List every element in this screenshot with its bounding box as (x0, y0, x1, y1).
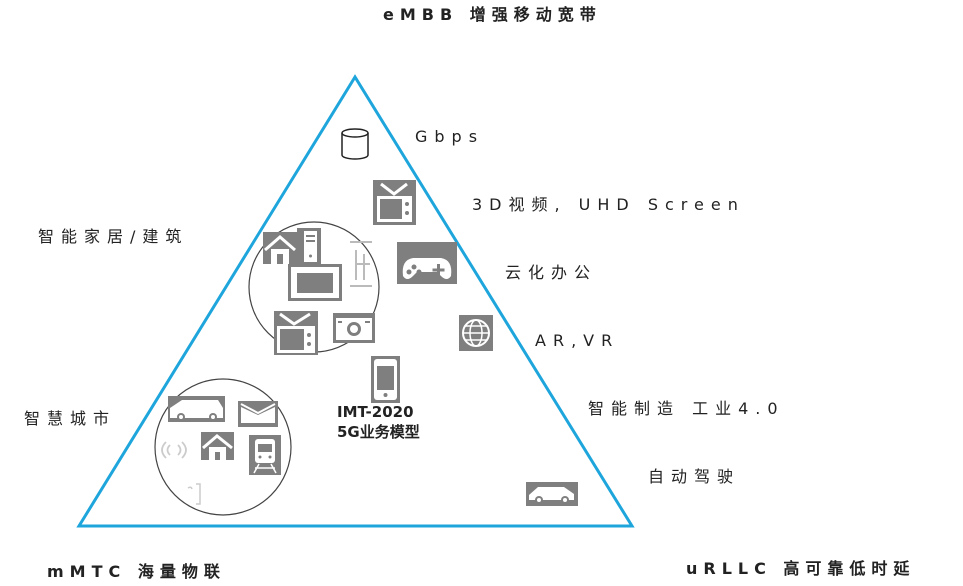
house-icon (263, 232, 297, 264)
tv-icon (373, 180, 416, 225)
house-icon-city (201, 432, 234, 460)
3d-video-label: 3D视频, UHD Screen (472, 195, 745, 214)
smartphone-icon (371, 356, 400, 403)
gbps-label: Gbps (415, 127, 484, 146)
autonomous-driving-label: 自动驾驶 (648, 467, 740, 486)
smart-city-label: 智慧城市 (24, 409, 116, 428)
smart-city-group-circle (154, 378, 292, 516)
monitor-icon (288, 264, 342, 301)
camera-icon (333, 313, 375, 343)
smart-home-label: 智能家居/建筑 (38, 227, 188, 246)
cloud-office-label: 云化办公 (505, 263, 597, 282)
van-icon (168, 396, 225, 422)
signal-waves-icon (161, 441, 187, 459)
ar-vr-label: AR,VR (535, 331, 619, 350)
tv-icon-small (274, 311, 318, 355)
mmtc-label: mMTC 海量物联 (47, 562, 226, 581)
center-label-line1: IMT-2020 (337, 403, 414, 421)
urllc-label: uRLLC 高可靠低时延 (686, 559, 915, 578)
desktop-tower-icon (297, 228, 321, 264)
graduation-cap-icon (238, 401, 278, 427)
door-icon (350, 241, 372, 287)
car-icon (526, 482, 578, 506)
center-label-line2: 5G业务模型 (337, 423, 420, 441)
globe-icon (459, 315, 493, 351)
embb-label: eMBB 增强移动宽带 (383, 5, 602, 24)
service-triangle (76, 74, 635, 528)
smart-manufacturing-label: 智能制造 工业4.0 (588, 399, 785, 418)
antenna-icon (187, 483, 201, 505)
database-icon (341, 128, 369, 160)
gamepad-icon (397, 242, 457, 284)
train-icon (249, 435, 281, 475)
